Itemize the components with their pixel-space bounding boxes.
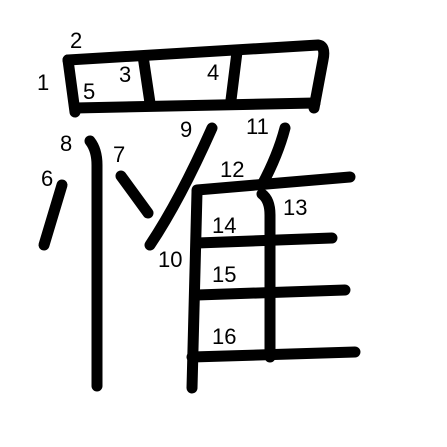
stroke-number-12: 12 [220, 157, 244, 182]
stroke-7 [115, 170, 154, 219]
stroke-14 [191, 232, 338, 249]
stroke-number-13: 13 [283, 195, 307, 220]
stroke-15 [191, 284, 351, 301]
stroke-number-4: 4 [207, 60, 219, 85]
stroke-16 [186, 346, 361, 363]
stroke-8 [84, 135, 103, 392]
stroke-number-8: 8 [60, 131, 72, 156]
stroke-13 [256, 188, 276, 363]
stroke-number-3: 3 [119, 62, 131, 87]
stroke-4 [225, 46, 243, 106]
stroke-number-15: 15 [212, 262, 236, 287]
stroke-3 [137, 50, 156, 109]
stroke-number-1: 1 [37, 70, 49, 95]
stroke-number-6: 6 [41, 166, 53, 191]
stroke-2 [62, 39, 330, 114]
stroke-number-5: 5 [83, 79, 95, 104]
stroke-number-11: 11 [246, 114, 269, 139]
stroke-12 [191, 171, 356, 196]
stroke-number-10: 10 [158, 247, 182, 272]
stroke-5 [69, 97, 321, 114]
stroke-number-16: 16 [212, 324, 236, 349]
stroke-6 [38, 179, 68, 251]
stroke-9 [144, 122, 218, 251]
stroke-number-9: 9 [180, 117, 192, 142]
stroke-number-2: 2 [70, 28, 82, 53]
stroke-number-14: 14 [212, 213, 236, 238]
stroke-number-7: 7 [113, 142, 125, 167]
